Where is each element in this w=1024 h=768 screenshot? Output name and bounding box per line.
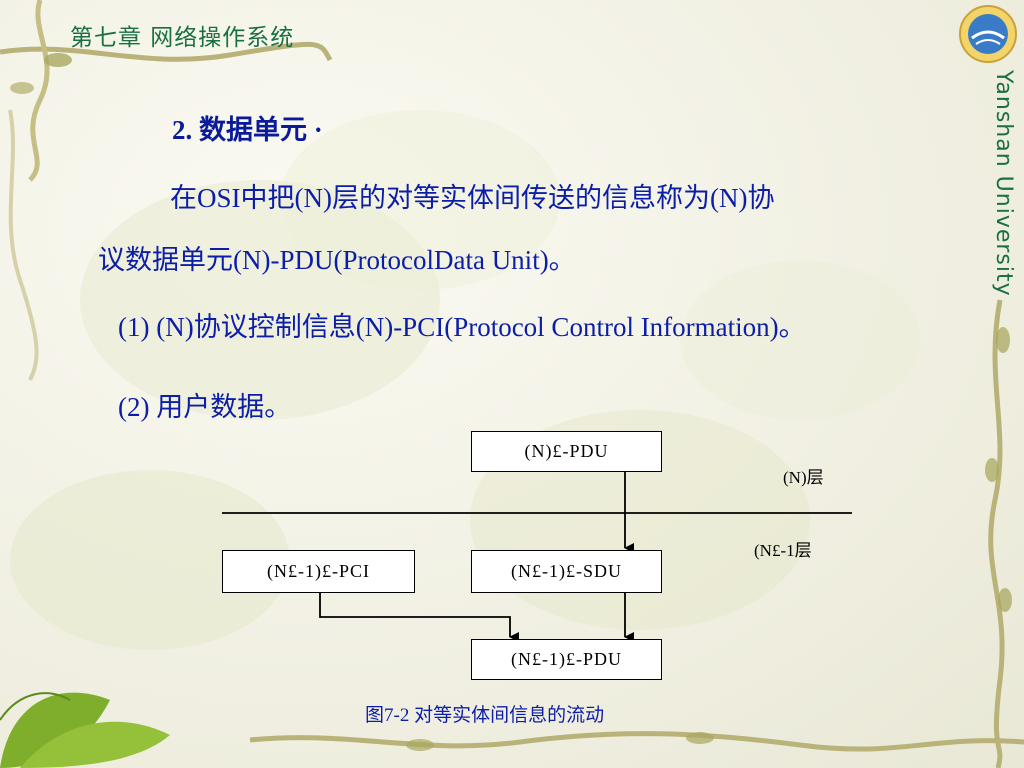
section-heading: 2. 数据单元 · xyxy=(172,115,323,145)
paragraph-line-1: 在OSI中把(N)层的对等实体间传送的信息称为(N)协 xyxy=(170,183,775,213)
sdu-box: (N£-1)£-SDU xyxy=(471,550,662,593)
arrow-pci-to-pdu xyxy=(319,593,519,642)
pci-box: (N£-1)£-PCI xyxy=(222,550,415,593)
list-item-2: (2) 用户数据。 xyxy=(118,392,292,422)
layer-n-minus-1-label: (N£-1层 xyxy=(754,541,812,560)
university-name: Yanshan University xyxy=(991,70,1016,297)
figure-caption: 图7-2 对等实体间信息的流动 xyxy=(365,705,605,726)
n-minus-1-pdu-box: (N£-1)£-PDU xyxy=(471,639,662,680)
list-item-1: (1) (N)协议控制信息(N)-PCI(Protocol Control In… xyxy=(118,312,806,342)
university-logo xyxy=(959,5,1017,63)
n-pdu-box: (N)£-PDU xyxy=(471,431,662,472)
chapter-title: 第七章 网络操作系统 xyxy=(70,25,295,51)
layer-n-label: (N)层 xyxy=(783,468,824,487)
paragraph-line-2: 议数据单元(N)-PDU(ProtocolData Unit)。 xyxy=(98,245,576,275)
